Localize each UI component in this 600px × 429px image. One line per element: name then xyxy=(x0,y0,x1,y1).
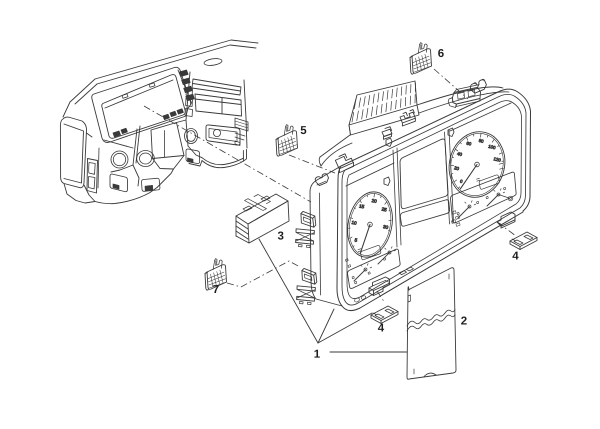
svg-text:4: 4 xyxy=(512,250,519,262)
svg-text:3: 3 xyxy=(277,230,283,242)
svg-text:5: 5 xyxy=(300,125,307,137)
svg-text:2: 2 xyxy=(461,315,467,327)
svg-text:1: 1 xyxy=(314,349,321,361)
svg-text:6: 6 xyxy=(438,48,444,60)
svg-text:4: 4 xyxy=(378,322,385,334)
svg-text:7: 7 xyxy=(213,284,219,296)
